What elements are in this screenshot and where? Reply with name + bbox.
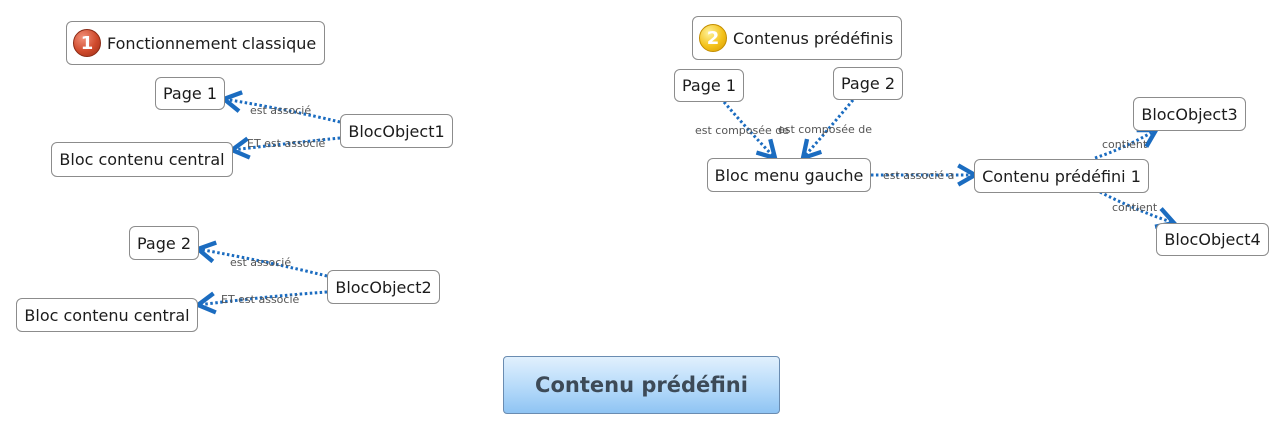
node-bloc-contenu-central-2[interactable]: Bloc contenu central xyxy=(16,298,198,332)
node-page-1-right[interactable]: Page 1 xyxy=(674,69,744,102)
priority-2-icon: 2 xyxy=(699,24,727,52)
edge-label-est-associe-2: est associé xyxy=(230,256,292,269)
edge-label-est-composee-de-1: est composée de xyxy=(695,124,790,137)
section-2-title[interactable]: 2 Contenus prédéfinis xyxy=(692,16,902,60)
edge-label-est-associe-1: est associé xyxy=(250,104,312,117)
node-blocobject4[interactable]: BlocObject4 xyxy=(1156,223,1269,256)
edge-contenu-predefini-1-blocobject4 xyxy=(1099,190,1179,229)
edge-label-et-est-associe-2: ET est associé xyxy=(221,293,300,306)
edge-label-est-associe-a: est associé a xyxy=(883,169,955,182)
node-bloc-contenu-central-1[interactable]: Bloc contenu central xyxy=(51,142,233,177)
edge-blocobject1-page1 xyxy=(219,90,341,124)
edge-blocobject2-bloc-contenu-central xyxy=(193,290,328,315)
edge-page1-bloc-menu-gauche xyxy=(722,101,779,162)
node-page-2-right[interactable]: Page 2 xyxy=(833,67,903,100)
edge-label-contient-1: contient xyxy=(1102,138,1148,151)
edge-blocobject2-page2 xyxy=(193,240,328,278)
section-1-title[interactable]: 1 Fonctionnement classique xyxy=(66,21,325,65)
edge-label-et-est-associe-1: ET est associé xyxy=(247,137,326,150)
node-blocobject3[interactable]: BlocObject3 xyxy=(1133,97,1246,131)
edge-blocobject1-bloc-contenu-central xyxy=(227,136,341,160)
node-blocobject1[interactable]: BlocObject1 xyxy=(340,114,453,148)
central-topic[interactable]: Contenu prédéfini xyxy=(503,356,780,414)
node-blocobject2[interactable]: BlocObject2 xyxy=(327,270,440,304)
node-contenu-predefini-1[interactable]: Contenu prédéfini 1 xyxy=(974,159,1149,193)
node-page-2-left[interactable]: Page 2 xyxy=(129,226,199,260)
edge-label-est-composee-de-2: est composée de xyxy=(778,123,873,136)
section-1-title-text: Fonctionnement classique xyxy=(107,33,317,53)
edge-page2-bloc-menu-gauche xyxy=(800,99,855,162)
edge-label-contient-2: contient xyxy=(1112,201,1158,214)
priority-1-icon: 1 xyxy=(73,29,101,57)
node-page-1-left[interactable]: Page 1 xyxy=(155,77,225,110)
node-bloc-menu-gauche[interactable]: Bloc menu gauche xyxy=(707,158,871,192)
section-2-title-text: Contenus prédéfinis xyxy=(733,28,894,48)
edge-contenu-predefini-1-blocobject3 xyxy=(1094,127,1160,160)
